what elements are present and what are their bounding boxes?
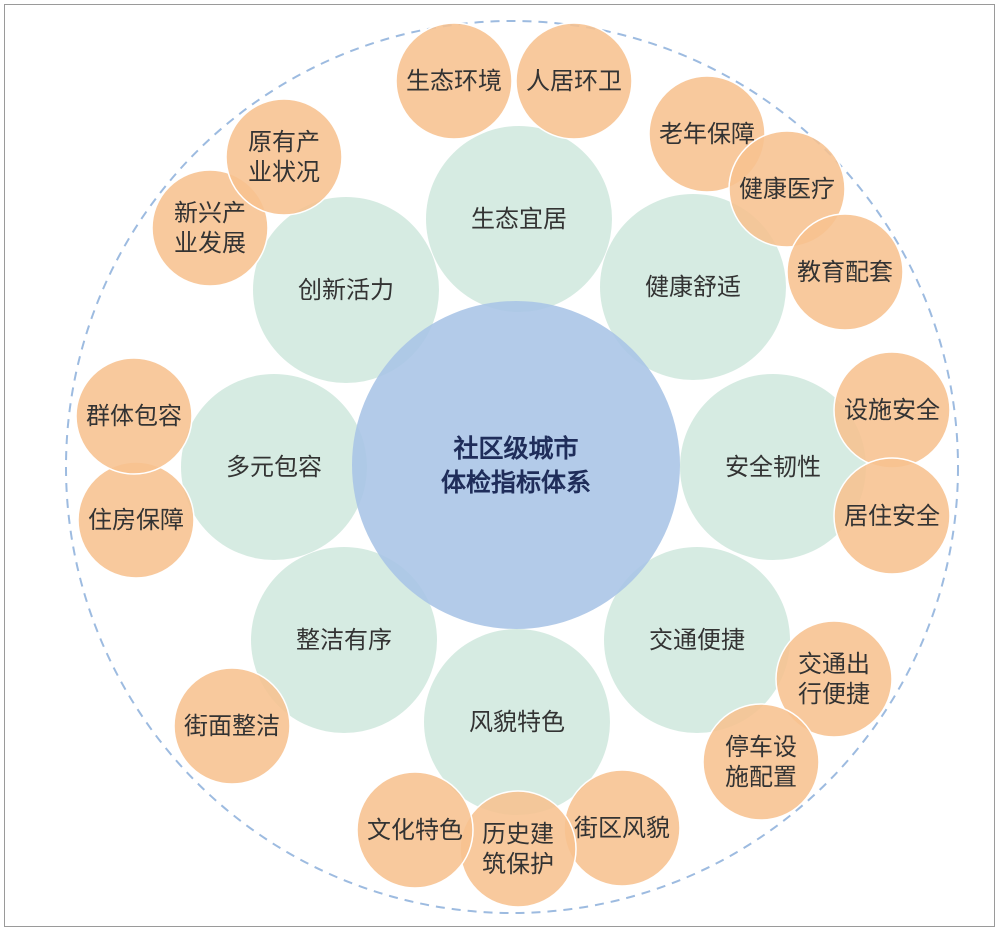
dimension-node-order: 整洁有序 [251,547,437,733]
indicator-node-culture: 文化特色 [356,771,474,889]
indicator-node-historic: 历史建筑保护 [459,790,577,908]
indicator-node-district-style: 街区风貌 [563,769,681,887]
dimension-node-safety: 安全韧性 [680,374,866,560]
indicator-circle [833,457,951,575]
center-circle [352,301,680,629]
indicator-node-residence-safety: 居住安全 [833,457,951,575]
indicator-label: 文化特色 [367,816,463,844]
indicator-node-living-env: 人居环卫 [515,22,633,140]
indicator-circle [702,703,820,821]
indicator-node-old-industry: 原有产业状况 [225,98,343,216]
outer-dashed-ring [65,20,959,914]
indicator-label: 交通出行便捷 [798,650,870,708]
indicator-circle [459,790,577,908]
indicator-circle [515,22,633,140]
indicator-circle [356,771,474,889]
dimension-label: 交通便捷 [649,626,745,654]
indicator-label: 街面整洁 [184,712,280,740]
dimension-circle [251,547,437,733]
indicator-label: 群体包容 [86,402,182,430]
dimension-circle [426,126,612,312]
indicator-node-education: 教育配套 [786,213,904,331]
indicator-circle [225,98,343,216]
dimension-circle [604,547,790,733]
dimension-label: 整洁有序 [296,626,392,654]
dimension-node-style: 风貌特色 [424,629,610,815]
indicator-label: 老年保障 [659,120,755,148]
indicator-label: 居住安全 [844,502,940,530]
indicator-label: 设施安全 [844,396,940,424]
indicator-label: 教育配套 [797,258,893,286]
dimension-circle [424,629,610,815]
indicator-circle [728,130,846,248]
indicator-circle [786,213,904,331]
dimension-circle [680,374,866,560]
indicator-label: 原有产业状况 [248,128,320,186]
indicator-node-housing: 住房保障 [77,461,195,579]
dimension-circle [181,374,367,560]
indicator-label: 历史建筑保护 [482,820,554,878]
indicator-node-street-clean: 街面整洁 [173,667,291,785]
dimension-label: 安全韧性 [725,453,821,481]
diagram-frame [4,4,995,927]
indicator-circle [151,169,269,287]
dimension-label: 创新活力 [298,276,394,304]
indicator-label: 住房保障 [88,506,184,534]
dimension-node-inclusive: 多元包容 [181,374,367,560]
indicator-label: 人居环卫 [526,67,622,95]
indicator-node-new-industry: 新兴产业发展 [151,169,269,287]
dimension-label: 多元包容 [226,453,322,481]
indicator-node-parking: 停车设施配置 [702,703,820,821]
indicator-circle [775,620,893,738]
dimension-label: 生态宜居 [471,205,567,233]
indicator-node-medical: 健康医疗 [728,130,846,248]
dimension-node-traffic: 交通便捷 [604,547,790,733]
dimension-node-vitality: 创新活力 [253,197,439,383]
indicator-label: 街区风貌 [574,814,670,842]
dimension-node-health: 健康舒适 [600,194,786,380]
dimension-node-eco: 生态宜居 [426,126,612,312]
indicator-label: 生态环境 [406,67,502,95]
indicator-label: 健康医疗 [739,175,835,203]
indicator-label: 新兴产业发展 [174,199,246,257]
indicator-circle [173,667,291,785]
dimension-circle [600,194,786,380]
indicator-circle [75,357,193,475]
dimension-circle [253,197,439,383]
indicator-node-facility-safety: 设施安全 [833,351,951,469]
center-title: 社区级城市体检指标体系 [441,434,591,497]
indicator-node-group: 群体包容 [75,357,193,475]
indicator-label: 停车设施配置 [725,733,797,791]
dimension-label: 风貌特色 [469,708,565,736]
indicator-node-eco-env: 生态环境 [395,22,513,140]
indicator-circle [395,22,513,140]
indicator-node-travel: 交通出行便捷 [775,620,893,738]
dimension-label: 健康舒适 [645,273,741,301]
center-node: 社区级城市体检指标体系 [352,301,680,629]
